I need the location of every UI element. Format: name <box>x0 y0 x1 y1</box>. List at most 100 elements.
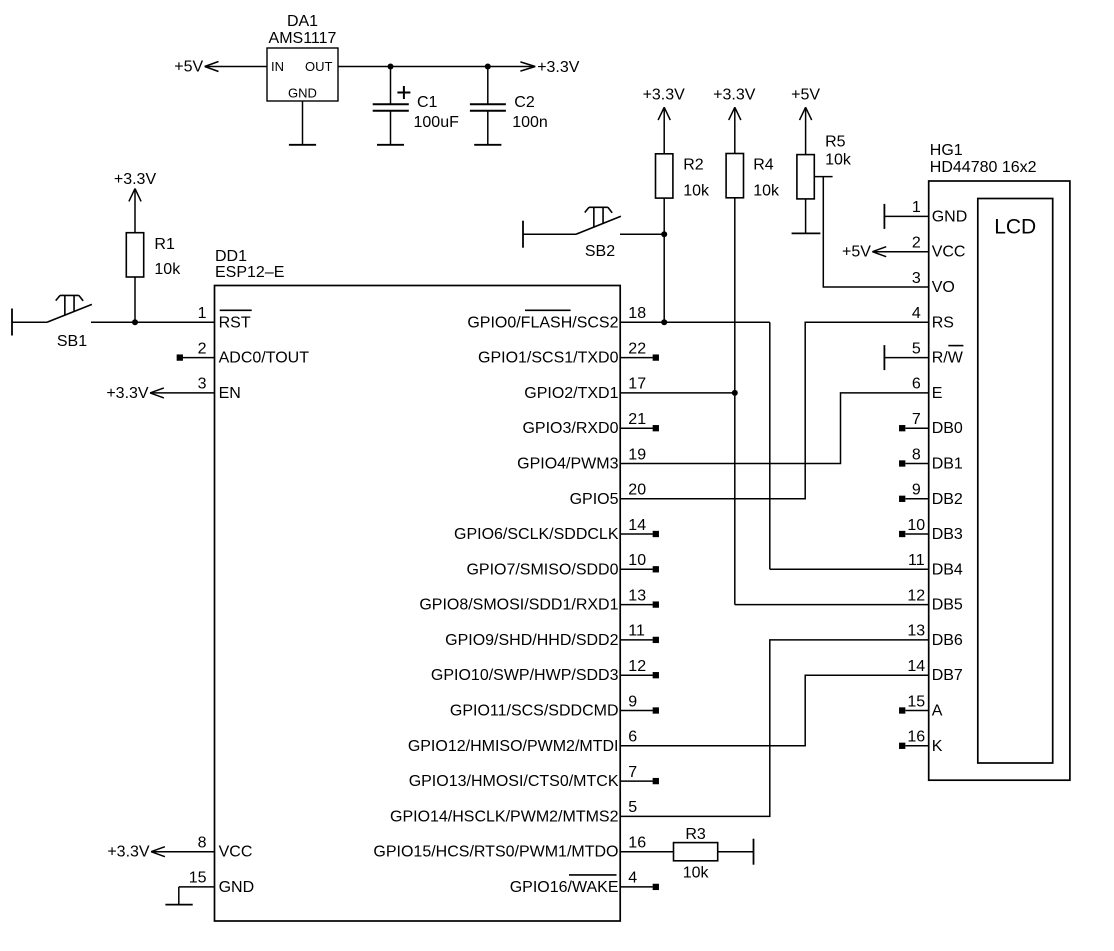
svg-text:+3.3V: +3.3V <box>114 171 157 188</box>
svg-text:ESP12–E: ESP12–E <box>215 264 284 281</box>
svg-text:4: 4 <box>912 305 921 322</box>
svg-text:GPIO1/SCS1/TXD0: GPIO1/SCS1/TXD0 <box>478 350 619 367</box>
svg-text:DB5: DB5 <box>932 597 963 614</box>
svg-text:DB0: DB0 <box>932 420 963 437</box>
svg-text:GPIO6/SCLK/SDDCLK: GPIO6/SCLK/SDDCLK <box>454 526 619 543</box>
svg-text:VCC: VCC <box>219 844 253 861</box>
svg-text:GND: GND <box>288 86 317 101</box>
svg-text:18: 18 <box>628 305 646 322</box>
svg-text:R/W: R/W <box>932 350 964 367</box>
svg-text:GPIO0/FLASH/SCS2: GPIO0/FLASH/SCS2 <box>467 314 618 331</box>
svg-text:DB2: DB2 <box>932 491 963 508</box>
svg-text:DB6: DB6 <box>932 632 963 649</box>
svg-text:11: 11 <box>628 623 645 640</box>
svg-text:DD1: DD1 <box>215 248 247 265</box>
svg-text:E: E <box>932 385 943 402</box>
svg-text:11: 11 <box>908 552 925 569</box>
svg-text:8: 8 <box>912 446 921 463</box>
svg-text:14: 14 <box>628 517 646 534</box>
svg-text:2: 2 <box>912 235 921 252</box>
svg-text:14: 14 <box>907 658 925 675</box>
svg-text:GPIO2/TXD1: GPIO2/TXD1 <box>524 385 618 402</box>
svg-text:GPIO7/SMISO/SDD0: GPIO7/SMISO/SDD0 <box>466 561 618 578</box>
svg-text:16: 16 <box>907 729 925 746</box>
svg-text:GPIO3/RXD0: GPIO3/RXD0 <box>522 420 618 437</box>
svg-text:VO: VO <box>932 279 955 296</box>
svg-text:VCC: VCC <box>932 244 966 261</box>
svg-text:AMS1117: AMS1117 <box>269 30 337 47</box>
svg-text:GPIO11/SCS/SDDCMD: GPIO11/SCS/SDDCMD <box>450 703 619 720</box>
svg-text:5: 5 <box>628 799 637 816</box>
svg-text:1: 1 <box>912 199 921 216</box>
svg-text:15: 15 <box>907 693 925 710</box>
svg-text:GND: GND <box>932 208 968 225</box>
svg-text:GPIO15/HCS/RTS0/PWM1/MTDO: GPIO15/HCS/RTS0/PWM1/MTDO <box>373 844 618 861</box>
svg-text:13: 13 <box>628 587 646 604</box>
svg-text:13: 13 <box>907 623 925 640</box>
svg-text:+3.3V: +3.3V <box>107 844 150 861</box>
svg-text:7: 7 <box>628 764 637 781</box>
svg-text:RST: RST <box>219 314 251 331</box>
svg-text:+3.3V: +3.3V <box>106 385 149 402</box>
svg-text:16: 16 <box>628 835 646 852</box>
svg-text:+5V: +5V <box>174 59 203 76</box>
svg-text:A: A <box>932 703 943 720</box>
svg-text:GPIO9/SHD/HHD/SDD2: GPIO9/SHD/HHD/SDD2 <box>445 632 618 649</box>
svg-text:+3.3V: +3.3V <box>643 87 686 104</box>
svg-text:22: 22 <box>628 340 646 357</box>
svg-text:3: 3 <box>198 376 207 393</box>
svg-text:LCD: LCD <box>994 215 1036 238</box>
svg-text:+5V: +5V <box>842 244 871 261</box>
svg-text:DB1: DB1 <box>932 456 963 473</box>
svg-text:19: 19 <box>628 446 646 463</box>
svg-text:R2: R2 <box>683 157 704 174</box>
svg-text:100n: 100n <box>512 114 548 131</box>
svg-text:R4: R4 <box>753 157 774 174</box>
svg-text:OUT: OUT <box>305 59 333 74</box>
svg-text:GND: GND <box>219 879 255 896</box>
svg-text:GPIO12/HMISO/PWM2/MTDI: GPIO12/HMISO/PWM2/MTDI <box>408 738 619 755</box>
svg-text:K: K <box>932 738 943 755</box>
svg-text:10k: 10k <box>154 261 181 278</box>
svg-text:GPIO16/WAKE: GPIO16/WAKE <box>510 879 619 896</box>
svg-text:10: 10 <box>907 517 925 534</box>
svg-text:GPIO13/HMOSI/CTS0/MTCK: GPIO13/HMOSI/CTS0/MTCK <box>409 773 619 790</box>
svg-text:10k: 10k <box>683 865 710 882</box>
svg-text:8: 8 <box>198 835 207 852</box>
svg-text:+3.3V: +3.3V <box>713 87 756 104</box>
svg-text:10k: 10k <box>753 182 780 199</box>
svg-text:17: 17 <box>628 376 646 393</box>
svg-text:SB1: SB1 <box>57 333 87 350</box>
svg-text:GPIO4/PWM3: GPIO4/PWM3 <box>517 456 618 473</box>
svg-text:5: 5 <box>912 340 921 357</box>
svg-text:21: 21 <box>628 411 646 428</box>
svg-text:R5: R5 <box>825 134 846 151</box>
svg-text:GPIO14/HSCLK/PWM2/MTMS2: GPIO14/HSCLK/PWM2/MTMS2 <box>390 808 619 825</box>
svg-text:C1: C1 <box>417 94 438 111</box>
svg-text:20: 20 <box>628 482 646 499</box>
svg-text:+3.3V: +3.3V <box>537 59 580 76</box>
svg-text:R1: R1 <box>154 236 175 253</box>
svg-text:SB2: SB2 <box>585 243 615 260</box>
svg-text:6: 6 <box>628 729 637 746</box>
svg-text:DB3: DB3 <box>932 526 963 543</box>
svg-text:HG1: HG1 <box>930 142 963 159</box>
svg-text:15: 15 <box>189 870 207 887</box>
svg-text:GPIO10/SWP/HWP/SDD3: GPIO10/SWP/HWP/SDD3 <box>431 667 619 684</box>
svg-text:1: 1 <box>198 305 207 322</box>
svg-text:6: 6 <box>912 376 921 393</box>
svg-text:4: 4 <box>628 870 637 887</box>
svg-text:9: 9 <box>628 693 637 710</box>
svg-text:IN: IN <box>271 59 284 74</box>
svg-text:9: 9 <box>912 482 921 499</box>
svg-text:100uF: 100uF <box>414 114 460 131</box>
svg-text:R3: R3 <box>685 826 706 843</box>
svg-text:2: 2 <box>198 340 207 357</box>
svg-text:10k: 10k <box>683 182 710 199</box>
svg-text:EN: EN <box>219 385 241 402</box>
svg-text:DB7: DB7 <box>932 667 963 684</box>
svg-text:GPIO5: GPIO5 <box>570 491 619 508</box>
svg-text:DA1: DA1 <box>287 13 318 30</box>
svg-text:12: 12 <box>628 658 646 675</box>
svg-text:10k: 10k <box>825 151 852 168</box>
